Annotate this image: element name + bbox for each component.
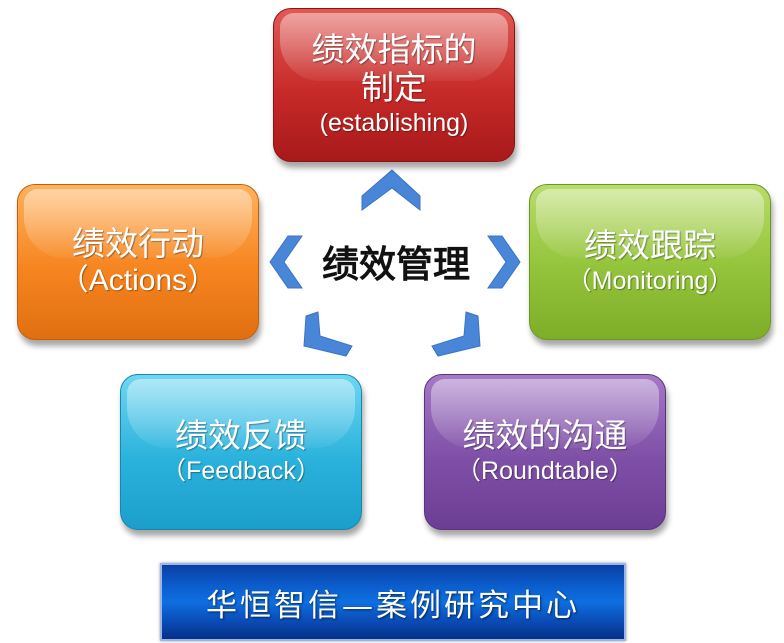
monitoring-cn: 绩效跟踪 — [584, 226, 716, 265]
feedback-cn: 绩效反馈 — [175, 416, 307, 455]
chevron-up-icon — [361, 169, 421, 212]
box-actions: 绩效行动 （Actions） — [17, 184, 259, 340]
roundtable-cn: 绩效的沟通 — [462, 416, 628, 455]
actions-cn: 绩效行动 — [72, 224, 204, 263]
establishing-cn-line2: 制定 — [361, 68, 427, 107]
feedback-en: （Feedback） — [161, 457, 321, 485]
center-title: 绩效管理 — [322, 243, 470, 286]
box-roundtable: 绩效的沟通 （Roundtable） — [424, 374, 666, 530]
box-establishing: 绩效指标的 制定 (establishing) — [273, 8, 515, 162]
footer-text: 华恒智信—案例研究中心 — [206, 587, 580, 624]
monitoring-en: （Monitoring） — [566, 267, 734, 295]
chevron-bottom-left-icon — [303, 311, 353, 357]
box-feedback: 绩效反馈 （Feedback） — [120, 374, 362, 530]
actions-en: （Actions） — [58, 264, 218, 297]
footer-banner: 华恒智信—案例研究中心 — [160, 563, 626, 641]
establishing-cn-line1: 绩效指标的 — [311, 30, 477, 69]
establishing-en: (establishing) — [319, 109, 469, 137]
box-monitoring: 绩效跟踪 （Monitoring） — [529, 184, 771, 340]
chevron-bottom-right-icon — [431, 311, 481, 357]
chevron-right-icon — [487, 235, 521, 289]
chevron-left-icon — [269, 235, 303, 289]
roundtable-en: （Roundtable） — [456, 457, 634, 485]
